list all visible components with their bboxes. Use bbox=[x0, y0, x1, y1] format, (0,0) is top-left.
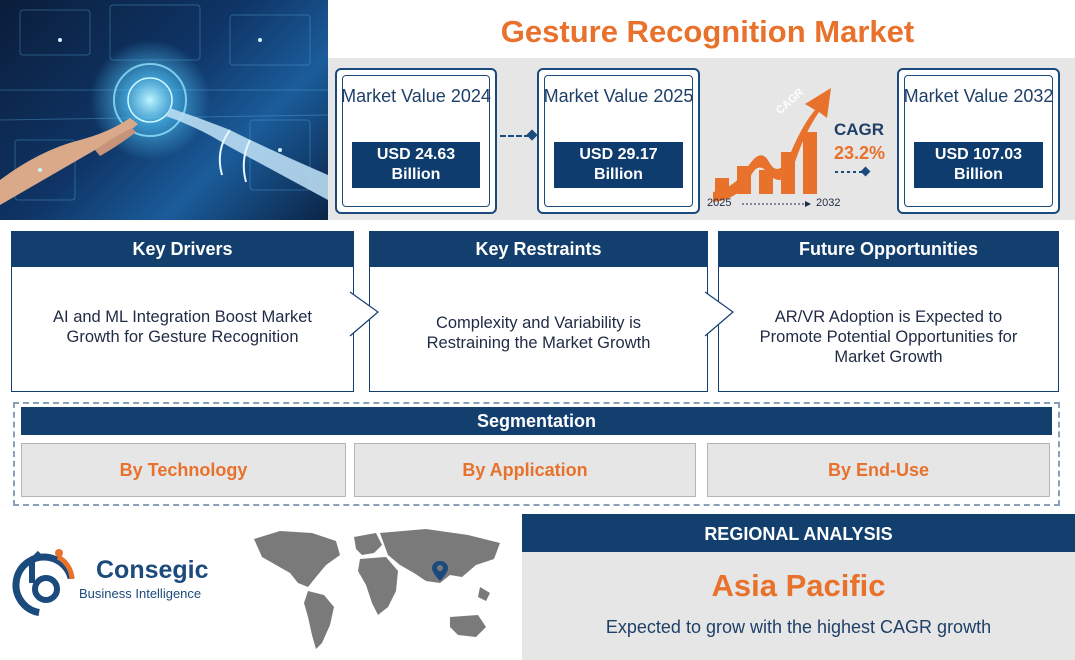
market-value-amount: USD 29.17 Billion bbox=[554, 142, 683, 188]
segment-by-technology: By Technology bbox=[21, 443, 346, 497]
cagr-growth-arrow-icon bbox=[713, 88, 871, 207]
segment-by-application: By Application bbox=[354, 443, 696, 497]
key-restraints-panel: Complexity and Variability is Restrainin… bbox=[369, 267, 708, 392]
future-opportunities-header: Future Opportunities bbox=[718, 231, 1059, 267]
cagr-label: CAGR bbox=[834, 120, 885, 139]
segmentation-frame bbox=[13, 402, 1060, 506]
market-value-card-2024: Market Value 2024 USD 24.63 Billion bbox=[335, 68, 497, 214]
future-opportunities-panel: AR/VR Adoption is Expected to Promote Po… bbox=[718, 267, 1059, 392]
key-drivers-text: AI and ML Integration Boost Market Growt… bbox=[53, 308, 312, 346]
market-value-amount: USD 107.03 Billion bbox=[914, 142, 1043, 188]
cagr-end-year: 2032 bbox=[816, 197, 841, 209]
chevron-right-icon bbox=[704, 291, 734, 337]
segment-by-end-use: By End-Use bbox=[707, 443, 1050, 497]
region-description: Expected to grow with the highest CAGR g… bbox=[605, 617, 992, 637]
key-drivers-panel: AI and ML Integration Boost Market Growt… bbox=[11, 267, 354, 392]
key-restraints-header: Key Restraints bbox=[369, 231, 708, 267]
chevron-right-icon bbox=[349, 291, 379, 337]
key-drivers-header: Key Drivers bbox=[11, 231, 354, 267]
market-value-card-2025: Market Value 2025 USD 29.17 Billion bbox=[537, 68, 700, 214]
market-value-amount: USD 24.63 Billion bbox=[352, 142, 480, 188]
logo-tagline: Business Intelligence bbox=[79, 586, 202, 601]
market-value-label: Market Value 2025 bbox=[543, 86, 694, 106]
segmentation-header: Segmentation bbox=[21, 407, 1052, 435]
hero-image bbox=[0, 0, 328, 220]
key-restraints-text: Complexity and Variability is Restrainin… bbox=[426, 314, 651, 352]
consegic-logo-icon bbox=[12, 549, 76, 617]
page-title: Gesture Recognition Market bbox=[500, 14, 915, 49]
cagr-start-year: 2025 bbox=[707, 197, 732, 209]
world-map bbox=[254, 529, 500, 649]
market-value-label: Market Value 2024 bbox=[341, 86, 491, 106]
region-name: Asia Pacific bbox=[711, 568, 886, 603]
market-value-label: Market Value 2032 bbox=[903, 86, 1054, 106]
logo-name: Consegic bbox=[96, 556, 209, 584]
regional-analysis-header: REGIONAL ANALYSIS bbox=[522, 514, 1075, 552]
market-value-card-2032: Market Value 2032 USD 107.03 Billion bbox=[897, 68, 1060, 214]
connector-line bbox=[500, 135, 530, 137]
future-opportunities-text: AR/VR Adoption is Expected to Promote Po… bbox=[759, 308, 1018, 366]
cagr-value: 23.2% bbox=[834, 143, 886, 163]
